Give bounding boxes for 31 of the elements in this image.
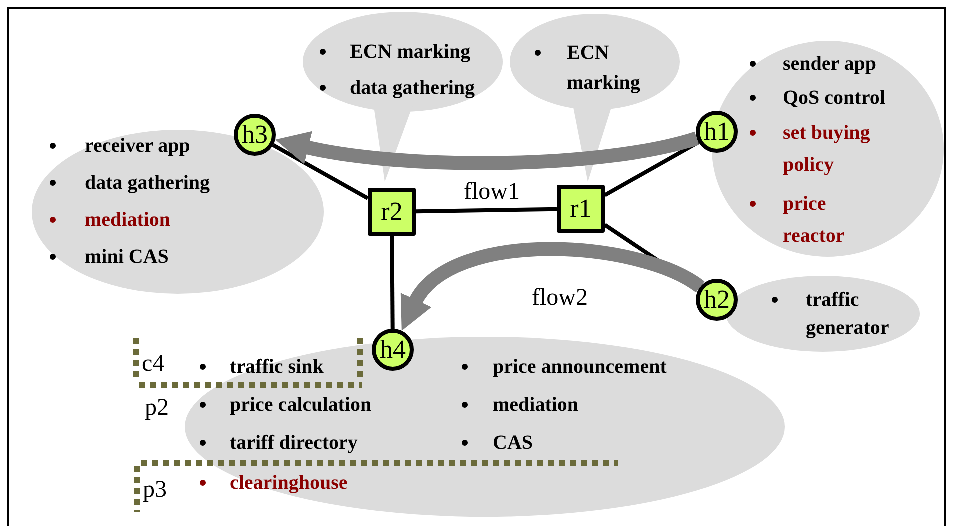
router-node: r1 xyxy=(557,185,605,233)
list-item: data gathering xyxy=(350,76,475,100)
host-node: h2 xyxy=(696,279,738,321)
group-label: c4 xyxy=(142,352,165,376)
list-item: mini CAS xyxy=(85,245,169,269)
group-label: p2 xyxy=(145,396,169,420)
list-item: traffic generator xyxy=(806,288,890,341)
link-line xyxy=(272,144,369,200)
list-item: CAS xyxy=(493,431,534,455)
list-item: ECN marking xyxy=(350,40,471,64)
list-item: ECN marking xyxy=(567,41,642,96)
host-node: h3 xyxy=(234,114,276,156)
list-item: sender app xyxy=(783,52,877,77)
list-item: tariff directory xyxy=(230,431,358,455)
list-item: price reactor xyxy=(783,192,846,249)
group-label: p3 xyxy=(143,478,167,502)
link-line xyxy=(416,207,558,214)
list-item: receiver app xyxy=(85,134,190,158)
list-item: traffic sink xyxy=(230,355,324,379)
list-item: QoS control xyxy=(783,86,886,111)
list-item: mediation xyxy=(85,208,171,232)
list-item: price announcement xyxy=(493,355,667,379)
host-node: h4 xyxy=(372,329,414,371)
router-node: r2 xyxy=(368,188,416,236)
list-item: price calculation xyxy=(230,393,372,417)
link-line xyxy=(604,140,700,198)
list-item: mediation xyxy=(493,393,579,417)
list-item: data gathering xyxy=(85,171,210,195)
link-line xyxy=(390,236,395,330)
flow-arrow xyxy=(275,131,699,170)
list-item: clearinghouse xyxy=(230,471,348,495)
